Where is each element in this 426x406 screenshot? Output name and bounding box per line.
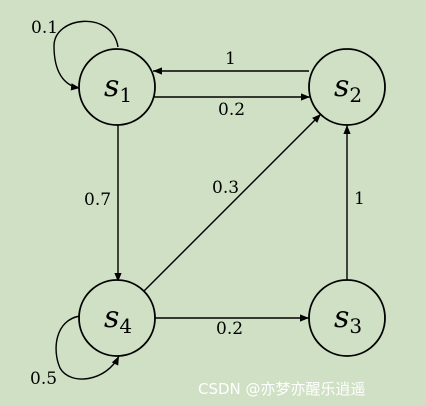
edge-s4-to-s2-label: 0.3 <box>212 178 239 198</box>
node-s3-label: s3 <box>334 300 362 338</box>
edge-s4-to-s3-label: 0.2 <box>216 319 243 339</box>
node-s1-symbol: s <box>104 69 119 104</box>
node-s2-label: s2 <box>334 69 362 107</box>
node-s1-label: s1 <box>104 69 132 107</box>
edge-s3-to-s2-label: 1 <box>354 189 365 209</box>
edge-s4-to-s2 <box>143 113 322 292</box>
node-s4 <box>78 279 156 357</box>
node-s2-subscript: 2 <box>349 83 362 107</box>
edge-s1-self-loop <box>53 20 119 91</box>
node-s4-subscript: 4 <box>119 314 132 338</box>
node-s4-symbol: s <box>104 300 119 335</box>
node-s1 <box>78 48 156 126</box>
node-s3-symbol: s <box>334 300 349 335</box>
edge-s1-self-loop-label: 0.1 <box>31 18 58 38</box>
node-s2-symbol: s <box>334 69 349 104</box>
edge-s1-to-s4-label: 0.7 <box>84 190 111 210</box>
node-s3-subscript: 3 <box>349 314 362 338</box>
node-s1-subscript: 1 <box>119 83 132 107</box>
edge-s1-to-s2-label: 0.2 <box>218 100 245 120</box>
node-s3 <box>308 279 386 357</box>
edge-s4-self-loop <box>55 315 120 380</box>
edge-s4-self-loop-label: 0.5 <box>30 369 57 389</box>
watermark-text: CSDN @亦梦亦醒乐逍遥 <box>198 380 366 398</box>
node-s2 <box>308 48 386 126</box>
edge-s2-to-s1-label: 1 <box>225 49 236 69</box>
node-s4-label: s4 <box>104 300 132 338</box>
